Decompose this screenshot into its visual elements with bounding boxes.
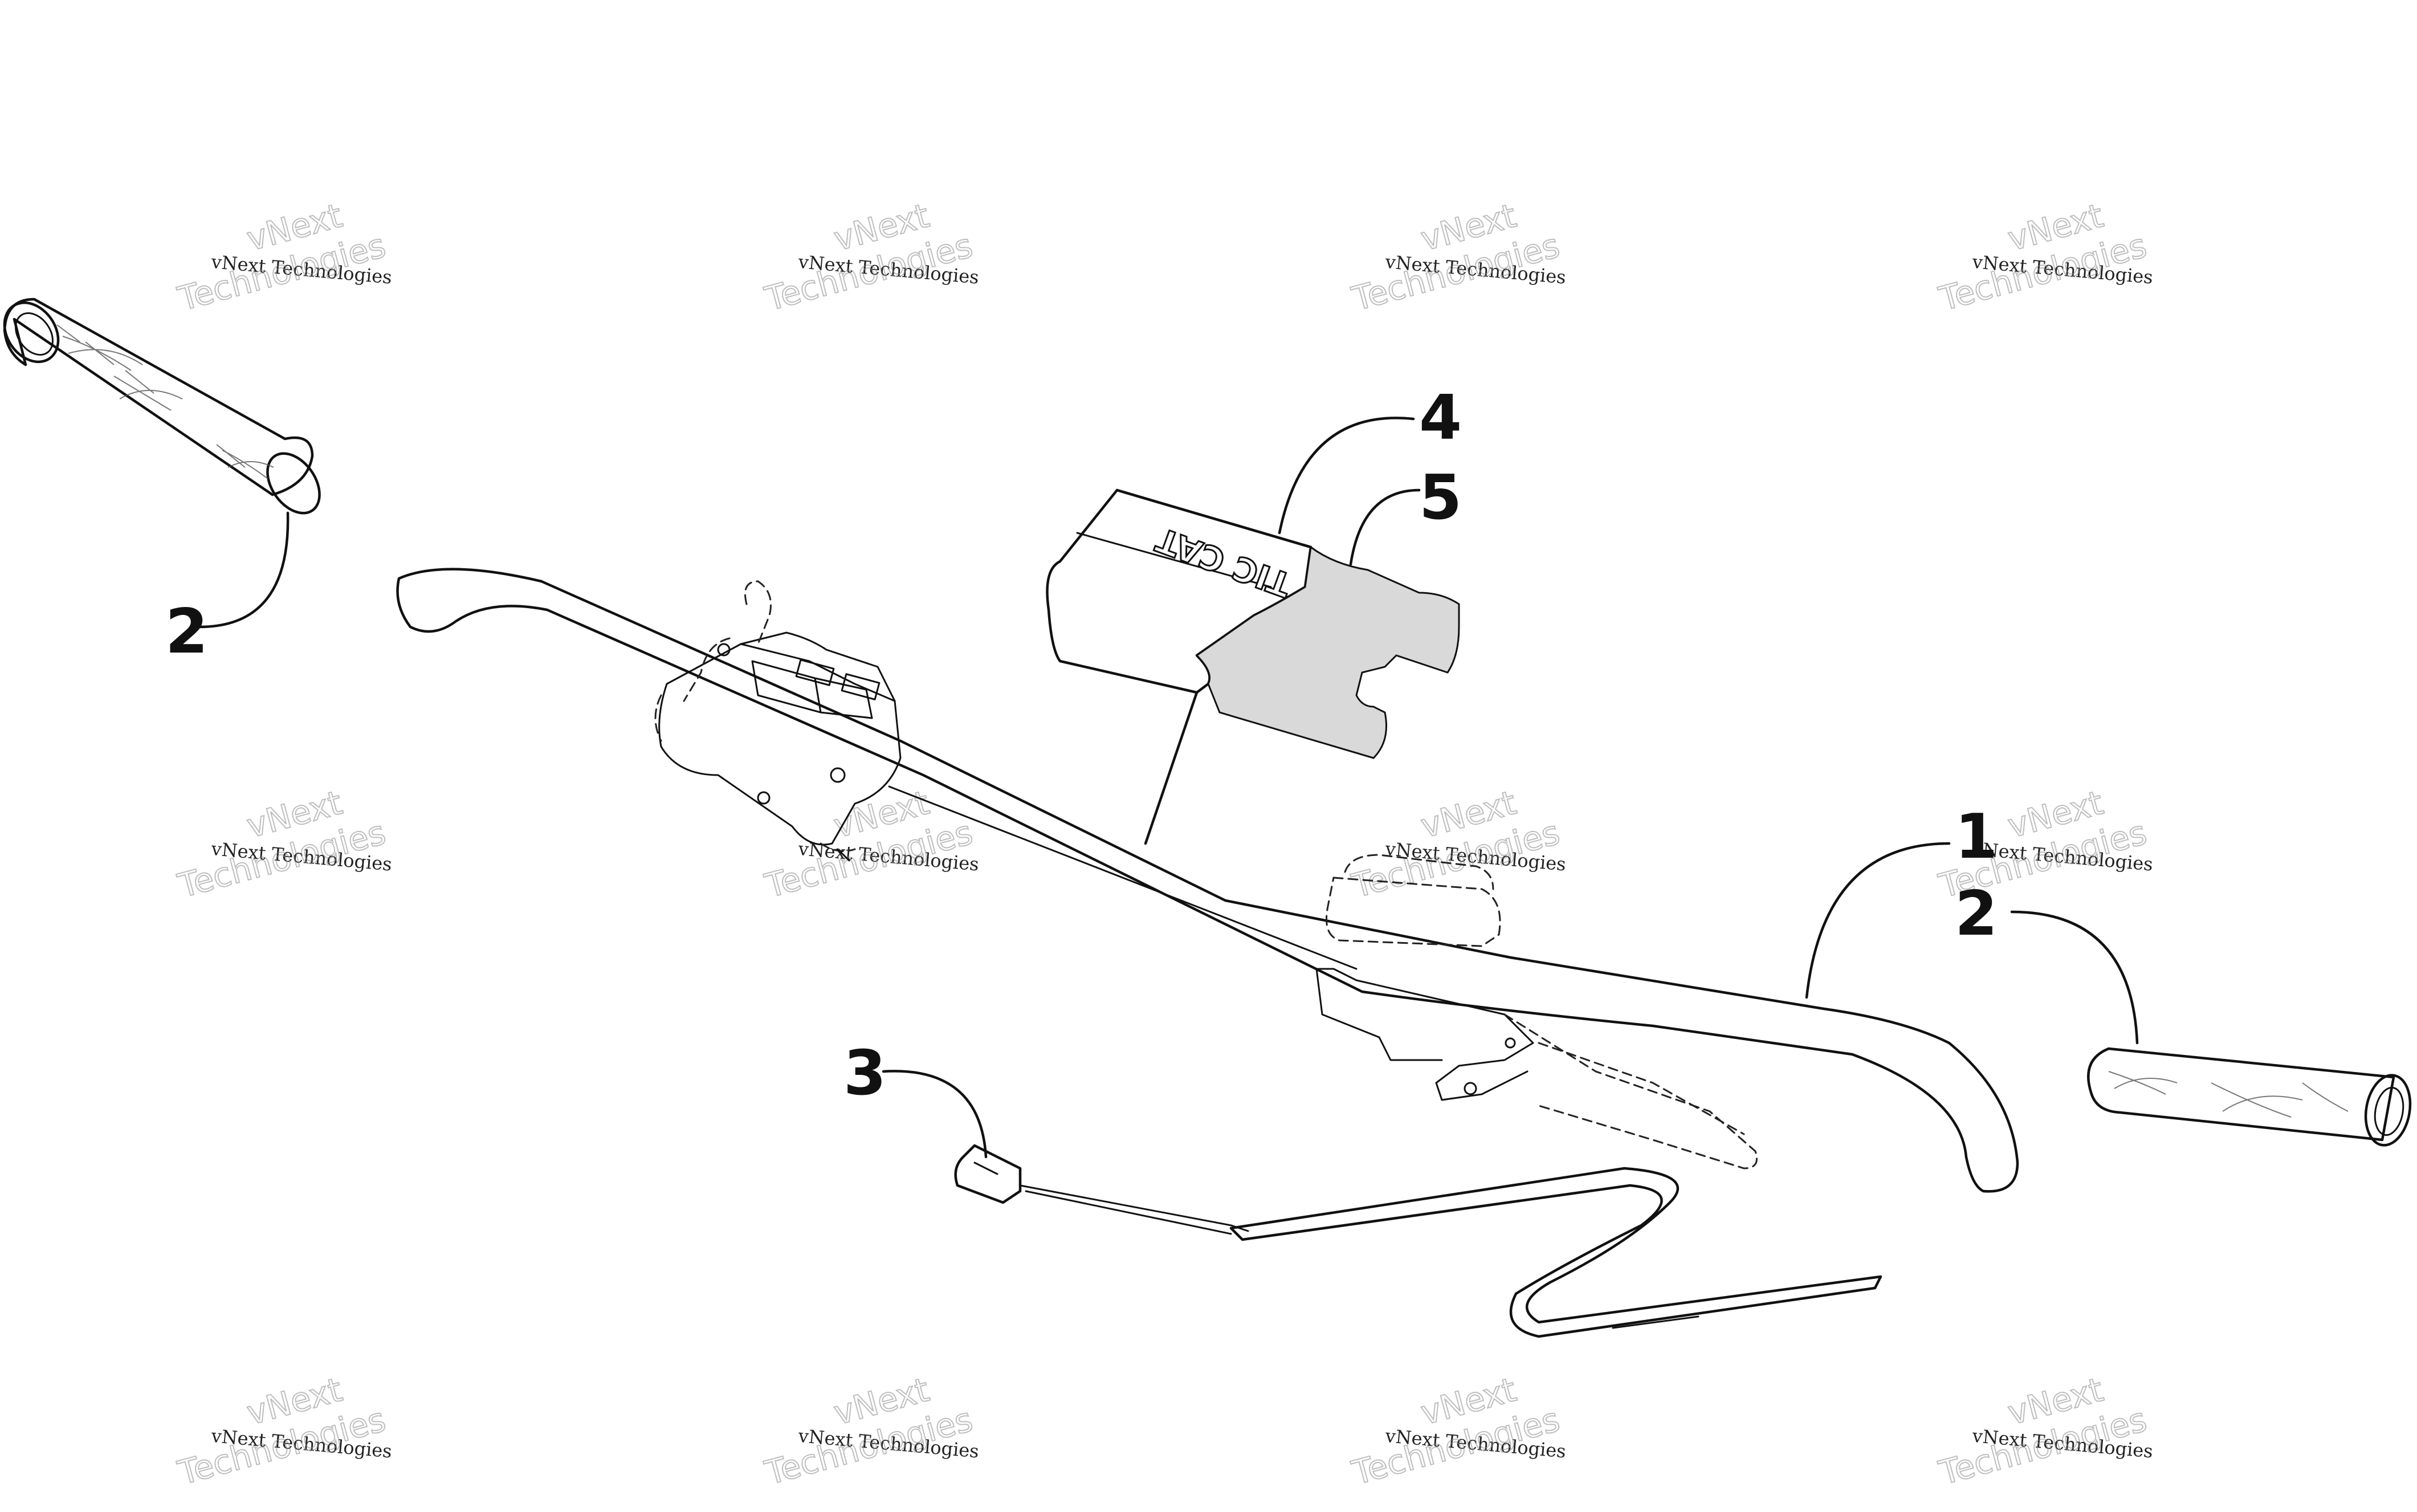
callout-labels: 1 2 2 3 4 5 <box>165 382 1998 1109</box>
callout-2-right: 2 <box>1955 878 1998 949</box>
pad-lettering: TIC CAT <box>1151 520 1297 604</box>
brake-master-cylinder <box>1315 854 1758 1169</box>
right-grip <box>2087 1047 2412 1147</box>
handlebar <box>396 568 2019 1193</box>
tether-switch <box>954 1144 1882 1338</box>
leader-lines <box>198 417 2139 1159</box>
callout-1: 1 <box>1955 801 1998 873</box>
callout-2-left: 2 <box>165 596 208 667</box>
left-grip <box>3 297 321 515</box>
callout-3: 3 <box>843 1038 886 1109</box>
callout-4: 4 <box>1419 382 1462 454</box>
callout-5: 5 <box>1419 462 1462 533</box>
left-control-housing <box>654 580 902 862</box>
handlebar-pad: TIC CAT <box>1046 488 1460 759</box>
